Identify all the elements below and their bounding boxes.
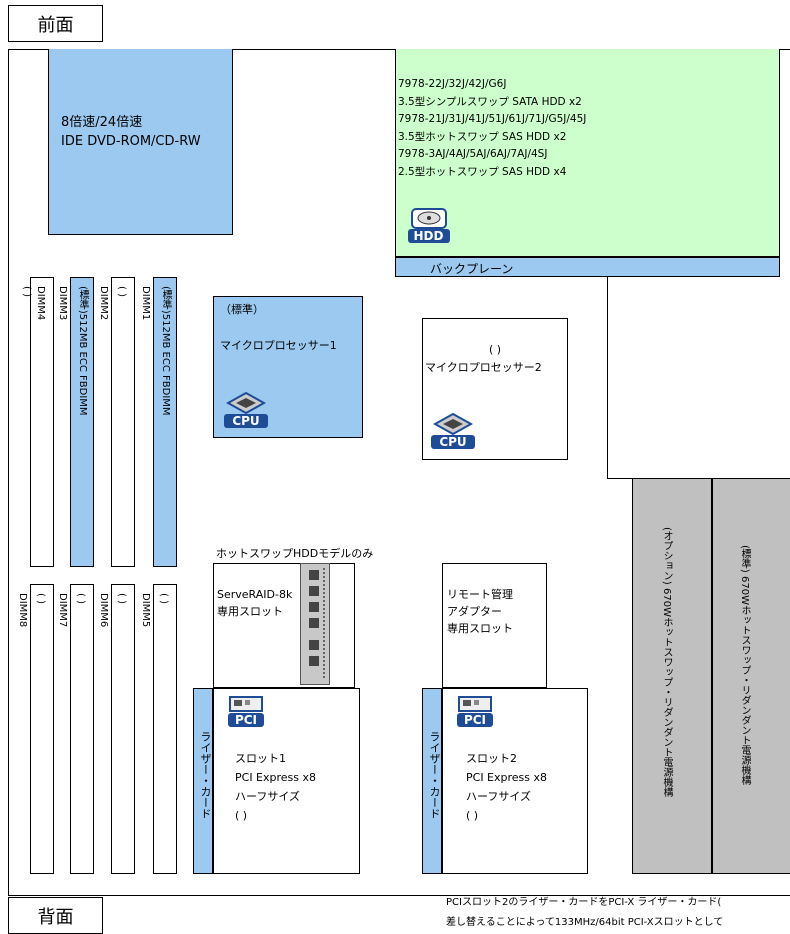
front-label-box: 前面 xyxy=(8,5,103,42)
cpu1-name: マイクロプロセッサー1 xyxy=(220,339,337,352)
optical-drive-type: IDE DVD-ROM/CD-RW xyxy=(61,134,201,149)
psu-optional-label: (オプション) 670Wホットスワップ・リダンダント電源機構 xyxy=(661,527,672,797)
back-label-box: 背面 xyxy=(8,897,103,934)
footnote: PCIスロット2のライザー・カードをPCI-X ライザー・カード( 差し替えるこ… xyxy=(446,893,723,933)
optical-drive: 8倍速/24倍速 IDE DVD-ROM/CD-RW xyxy=(48,49,233,235)
riser-card-1: ライザー・カード xyxy=(193,688,213,874)
dimm-slot-7: DIMM7 ( ) xyxy=(57,584,94,874)
slot1-type: PCI Express x8 xyxy=(235,771,317,784)
footnote-line1: PCIスロット2のライザー・カードをPCI-X ライザー・カード( xyxy=(446,897,722,908)
cpu2-name: マイクロプロセッサー2 xyxy=(425,361,542,374)
dimm-slot-8: DIMM8 ( ) xyxy=(17,584,54,874)
psu-standard: (標準) 670Wホットスワップ・リダンダント電源機構 xyxy=(712,478,790,874)
dimm5-label: DIMM5 xyxy=(140,593,151,628)
dimm-slot-4: DIMM4 ( ) xyxy=(21,277,54,567)
dimm3-status: (標準)512MB ECC FBDIMM xyxy=(77,286,88,416)
backplane: バックプレーン xyxy=(395,257,780,277)
cpu2-socket: ( ) マイクロプロセッサー2 CPU xyxy=(422,318,568,460)
dimm8-status: ( ) xyxy=(35,593,46,604)
dimm4-status: ( ) xyxy=(21,286,32,297)
psu-standard-label: (標準) 670Wホットスワップ・リダンダント電源機構 xyxy=(739,545,750,785)
dimm5-status: ( ) xyxy=(158,593,169,604)
dimm2-label: DIMM2 xyxy=(98,286,109,321)
hdd-bay: 7978-22J/32J/42J/G6J 3.5型シンプルスワップ SATA H… xyxy=(395,49,780,257)
dimm8-label: DIMM8 xyxy=(17,593,28,628)
hdd-model-3: 7978-3AJ/4AJ/5AJ/6AJ/7AJ/4SJ xyxy=(398,148,548,161)
slot2-name: スロット2 xyxy=(466,752,517,765)
hdd-config-2: 3.5型ホットスワップ SAS HDD x2 xyxy=(398,130,567,143)
slot2-status: ( ) xyxy=(466,809,479,822)
riser-card-2: ライザー・カード xyxy=(422,688,442,874)
dimm3-label: DIMM3 xyxy=(57,286,68,321)
backplane-label: バックプレーン xyxy=(430,262,514,276)
hotswap-note: ホットスワップHDDモデルのみ xyxy=(216,547,374,560)
riser-card-1-label: ライザー・カード xyxy=(199,731,212,819)
back-label: 背面 xyxy=(37,906,74,928)
dimm-slot-6: DIMM6 ( ) xyxy=(98,584,135,874)
hdd-config-3: 2.5型ホットスワップ SAS HDD x4 xyxy=(398,165,567,178)
dimm1-status: (標準)512MB ECC FBDIMM xyxy=(160,286,171,416)
slot2-type: PCI Express x8 xyxy=(466,771,548,784)
remote-mgmt-line1: リモート管理 xyxy=(447,588,513,601)
hdd-model-2: 7978-21J/31J/41J/51J/61J/71J/G5J/45J xyxy=(398,113,587,126)
hdd-icon: HDD xyxy=(406,207,451,243)
remote-mgmt-line3: 専用スロット xyxy=(447,622,513,635)
footnote-line2: 差し替えることによって133MHz/64bit PCI-Xスロットとして xyxy=(446,917,724,928)
right-divider xyxy=(607,277,608,479)
pci-icon: PCI xyxy=(227,695,265,727)
optical-drive-speed: 8倍速/24倍速 xyxy=(61,115,143,130)
serveraid-desc: 専用スロット xyxy=(217,605,283,618)
serveraid-name: ServeRAID-8k xyxy=(217,588,293,601)
slot2-size: ハーフサイズ xyxy=(466,790,532,803)
dimm4-label: DIMM4 xyxy=(35,286,46,321)
dimm-slot-5: DIMM5 ( ) xyxy=(140,584,177,874)
cpu-icon: CPU xyxy=(223,392,269,428)
dimm7-status: ( ) xyxy=(75,593,86,604)
dimm6-label: DIMM6 xyxy=(98,593,109,628)
raid-card-icon xyxy=(300,563,330,685)
front-label: 前面 xyxy=(37,14,74,36)
cpu1-tag: （標準） xyxy=(220,303,264,316)
serveraid-slot: ServeRAID-8k 専用スロット xyxy=(213,563,355,688)
pci-slot-1: PCI スロット1 PCI Express x8 ハーフサイズ ( ) xyxy=(213,688,360,874)
slot1-name: スロット1 xyxy=(235,752,286,765)
cpu2-tag: ( ) xyxy=(489,343,502,356)
hdd-model-1: 7978-22J/32J/42J/G6J xyxy=(398,78,507,90)
dimm-slot-2: DIMM2 ( ) xyxy=(98,277,135,567)
remote-mgmt-slot: リモート管理 アダプター 専用スロット xyxy=(442,563,547,688)
pci-icon: PCI xyxy=(456,695,494,727)
dimm-slot-3: DIMM3 (標準)512MB ECC FBDIMM xyxy=(57,277,94,567)
psu-optional: (オプション) 670Wホットスワップ・リダンダント電源機構 xyxy=(632,478,712,874)
slot1-size: ハーフサイズ xyxy=(235,790,301,803)
dimm-slot-1: DIMM1 (標準)512MB ECC FBDIMM xyxy=(140,277,177,567)
cpu-icon: CPU xyxy=(430,413,476,449)
slot1-status: ( ) xyxy=(235,809,248,822)
dimm2-status: ( ) xyxy=(116,286,127,297)
riser-card-2-label: ライザー・カード xyxy=(428,731,441,819)
hdd-config-1: 3.5型シンプルスワップ SATA HDD x2 xyxy=(398,95,582,108)
remote-mgmt-line2: アダプター xyxy=(447,605,502,618)
right-divider-h xyxy=(607,478,632,479)
dimm7-label: DIMM7 xyxy=(57,593,68,628)
pci-slot-2: PCI スロット2 PCI Express x8 ハーフサイズ ( ) xyxy=(442,688,588,874)
dimm6-status: ( ) xyxy=(116,593,127,604)
cpu1-socket: （標準） マイクロプロセッサー1 CPU xyxy=(213,296,363,438)
dimm1-label: DIMM1 xyxy=(140,286,151,321)
